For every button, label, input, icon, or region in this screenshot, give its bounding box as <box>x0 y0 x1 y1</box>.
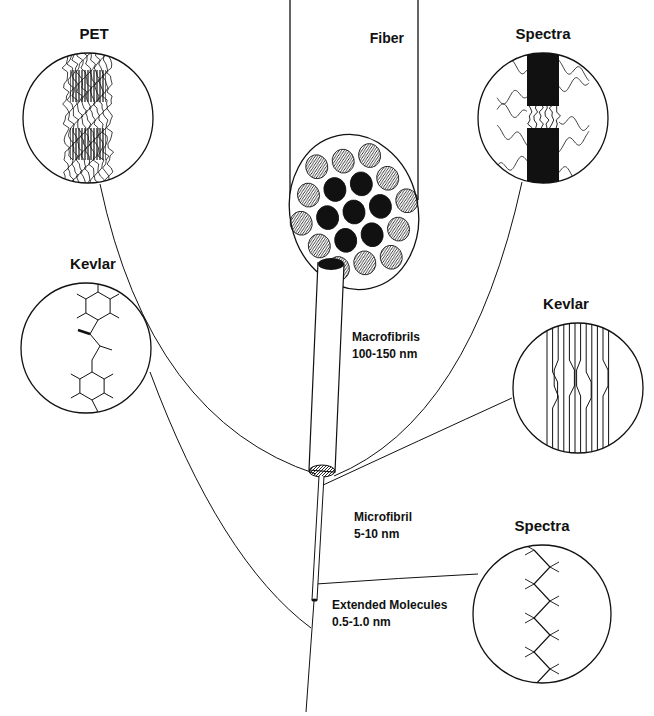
kevlar-circle: Kevlar <box>512 322 644 454</box>
leader-line <box>100 184 316 474</box>
kevlar-fibril <box>547 318 609 460</box>
fiber-tube: Fiber <box>286 0 422 292</box>
leader-line <box>316 574 478 584</box>
kevlar-circle: Kevlar <box>20 282 152 414</box>
spectra-circle: Spectra <box>477 52 609 184</box>
circle-heading: PET <box>4 25 184 42</box>
leader-line <box>321 398 512 486</box>
circle-outline <box>512 322 644 454</box>
pet-circle: PET <box>22 52 154 184</box>
scale-label: Macrofibrils <box>350 330 422 345</box>
spectra-circle: Spectra <box>472 544 612 684</box>
spectra-chain <box>525 545 559 691</box>
circle-outline <box>20 282 152 414</box>
circle-heading: Spectra <box>442 517 642 534</box>
scale-label: 100-150 nm <box>350 347 419 362</box>
pet-chains <box>62 52 114 184</box>
scale-label: Microfibril <box>352 510 414 525</box>
kevlar-molecule <box>71 272 119 424</box>
scale-label: 0.5-1.0 nm <box>330 615 393 630</box>
leader-lines <box>100 182 522 628</box>
circle-heading: Kevlar <box>458 295 654 312</box>
scale-label: Extended Molecules <box>330 598 449 613</box>
spectra-fibril <box>497 50 589 188</box>
circle-heading: Kevlar <box>4 255 182 272</box>
circle-heading: Spectra <box>447 25 639 42</box>
fiber-label: Fiber <box>370 30 404 46</box>
circle-outline <box>477 52 609 184</box>
scale-label: 5-10 nm <box>352 527 401 542</box>
leader-line <box>150 372 311 628</box>
circle-outline <box>22 52 154 184</box>
circle-outline <box>472 544 612 684</box>
